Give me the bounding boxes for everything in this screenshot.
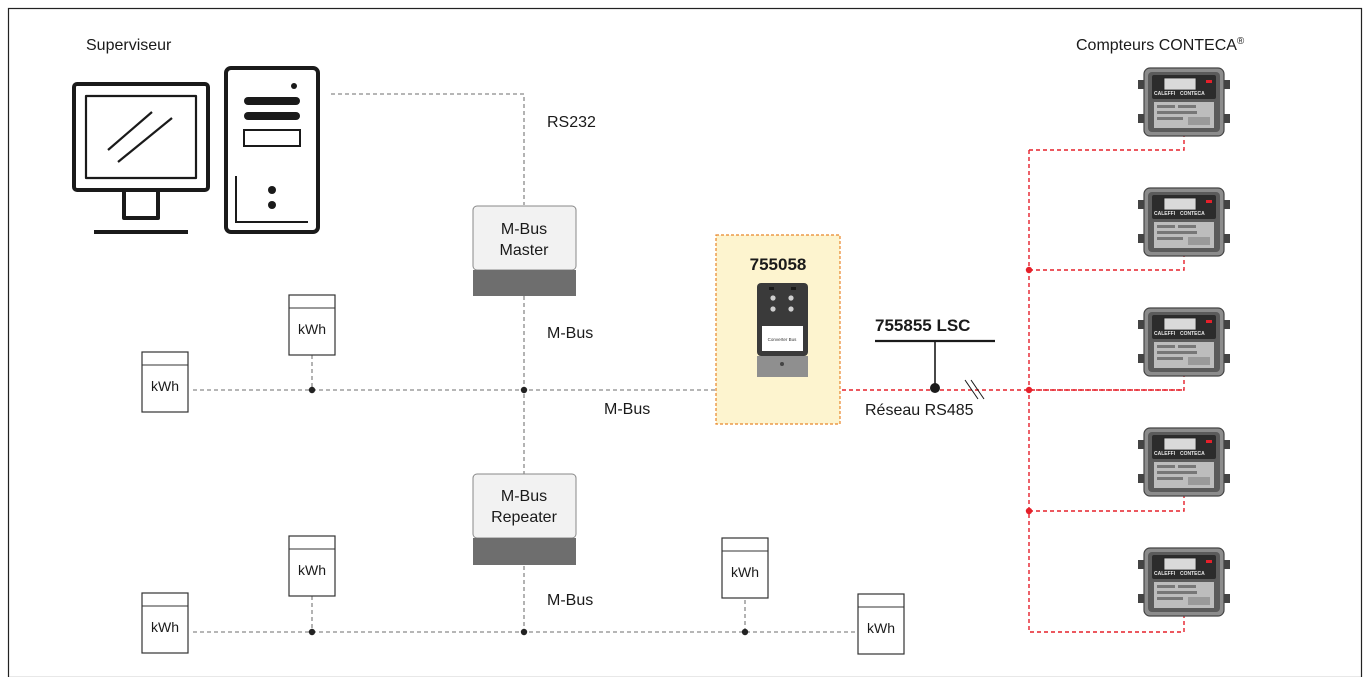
conteca-model: CONTECA <box>1180 451 1205 457</box>
mbus-junctions <box>308 386 749 636</box>
conteca-meter <box>1137 187 1231 257</box>
rs485-wiring <box>791 136 1185 633</box>
conteca-meter <box>1137 307 1231 377</box>
conteca-model: CONTECA <box>1180 571 1205 577</box>
mbus-label-mid: M-Bus <box>604 401 650 418</box>
kwh-label: kWh <box>151 378 179 394</box>
conteca-meter <box>1137 67 1231 137</box>
conteca-model: CONTECA <box>1180 211 1205 217</box>
master-label-line1: M-Bus <box>501 221 547 238</box>
conteca-brand: CALEFFI <box>1154 211 1176 217</box>
conteca-brand: CALEFFI <box>1154 571 1176 577</box>
kwh-label: kWh <box>867 620 895 636</box>
conteca-brand: CALEFFI <box>1154 91 1176 97</box>
meters-title: Compteurs CONTECA® <box>1076 36 1245 54</box>
conteca-meter <box>1137 547 1231 617</box>
meters-title-text: Compteurs CONTECA <box>1076 37 1237 54</box>
conteca-model: CONTECA <box>1180 331 1205 337</box>
conteca-model: CONTECA <box>1180 91 1205 97</box>
conteca-brand: CALEFFI <box>1154 451 1176 457</box>
monitor-icon <box>72 82 210 234</box>
computer-tower-icon <box>224 66 320 234</box>
mbus-label-top: M-Bus <box>547 325 593 342</box>
mbus-master-device <box>472 205 577 296</box>
kwh-label: kWh <box>298 321 326 337</box>
master-label-line2: Master <box>500 242 550 259</box>
rs485-junctions <box>1025 266 1033 515</box>
cable-connector <box>875 339 995 400</box>
diagram-border <box>7 7 1363 677</box>
converter-bus-device <box>757 283 808 377</box>
rs485-label: Réseau RS485 <box>865 402 974 419</box>
meters-title-reg: ® <box>1237 36 1245 47</box>
converter-caption: Converter Bus <box>768 337 798 342</box>
rs232-label: RS232 <box>547 114 596 131</box>
kwh-label: kWh <box>298 562 326 578</box>
cable-ref-label: 755855 LSC <box>875 316 970 335</box>
conteca-meter <box>1137 427 1231 497</box>
mbus-repeater-device <box>472 473 577 565</box>
repeater-label-line2: Repeater <box>491 509 557 526</box>
converter-ref-label: 755058 <box>750 255 807 274</box>
kwh-label: kWh <box>731 564 759 580</box>
conteca-brand: CALEFFI <box>1154 331 1176 337</box>
supervisor-label: Superviseur <box>86 37 172 54</box>
mbus-label-bottom: M-Bus <box>547 592 593 609</box>
kwh-label: kWh <box>151 619 179 635</box>
repeater-label-line1: M-Bus <box>501 488 547 505</box>
